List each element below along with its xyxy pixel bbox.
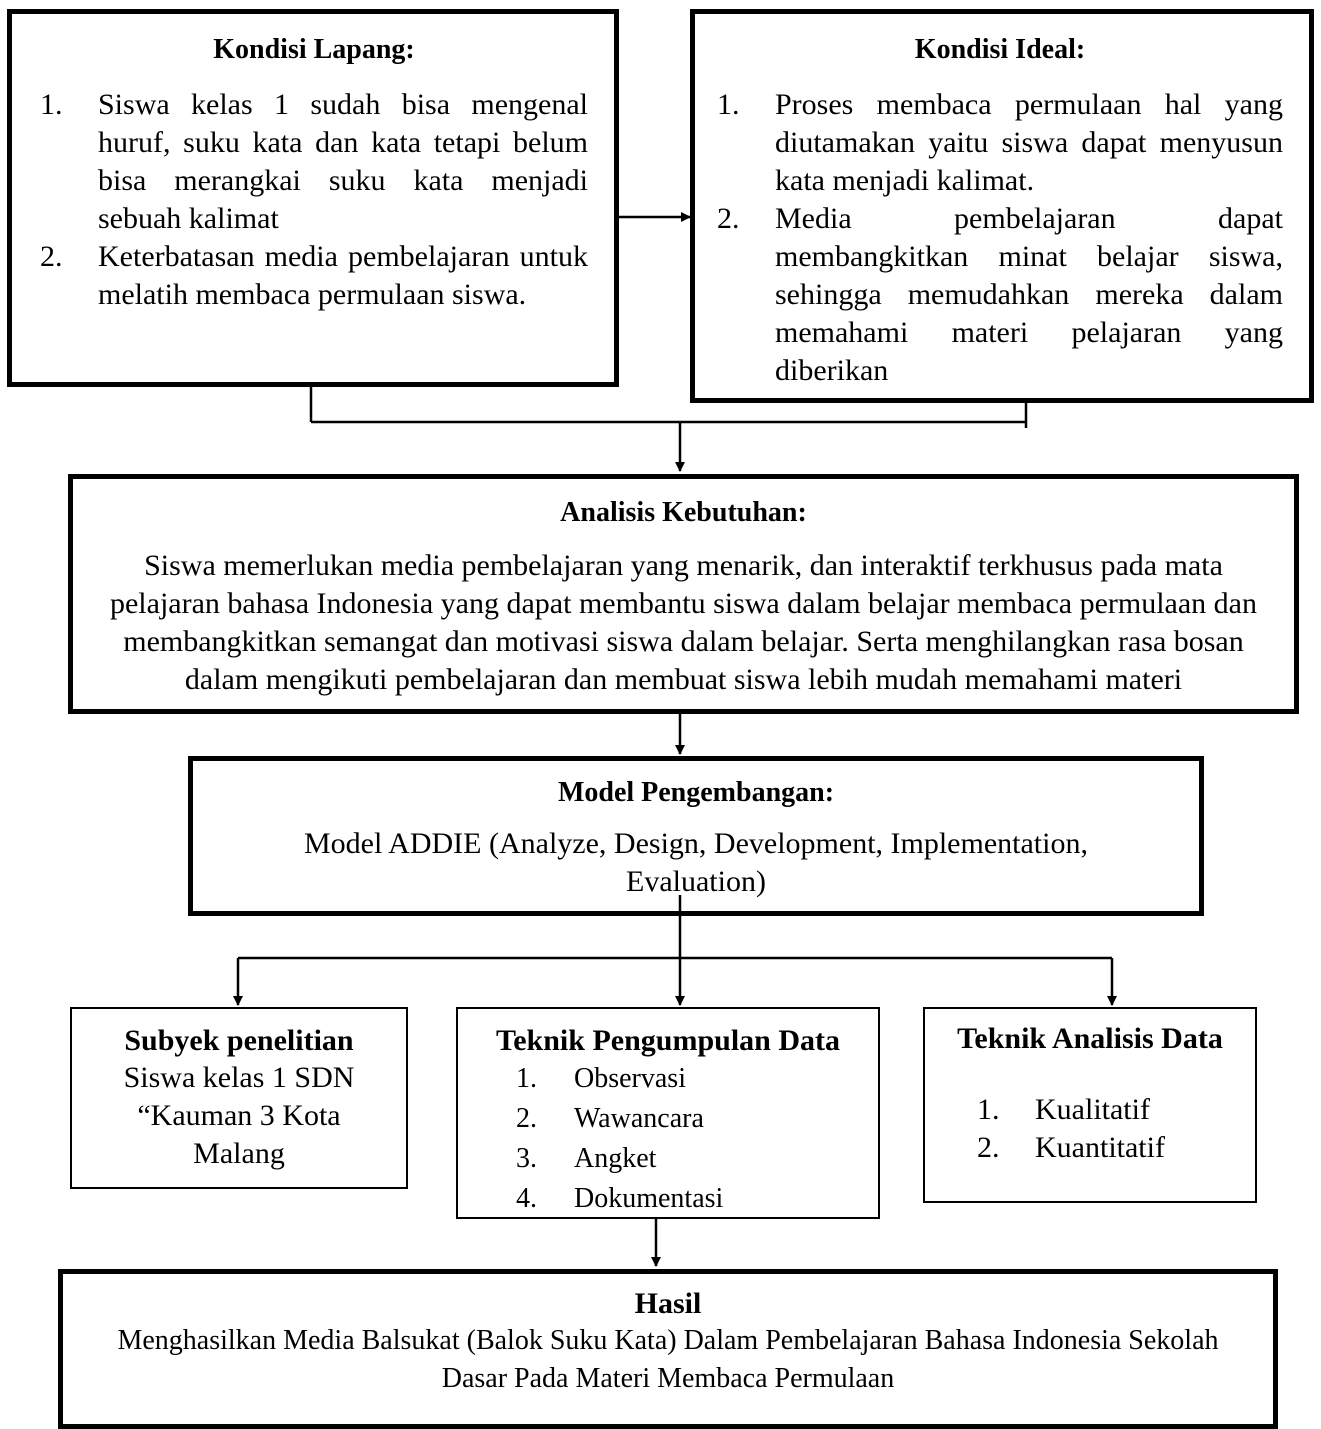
subyek-penelitian-box: Subyek penelitian Siswa kelas 1 SDN “Kau… — [70, 1007, 408, 1189]
list-item: 2.Keterbatasan media pembelajaran untuk … — [40, 240, 588, 311]
subyek-penelitian-text: Siswa kelas 1 SDN “Kauman 3 Kota Malang — [123, 1061, 355, 1170]
hasil-title: Hasil — [634, 1287, 702, 1320]
list-item: 2.Media pembelajaran dapat membangkitkan… — [717, 202, 1283, 387]
list-item: 2.Kuantitatif — [977, 1131, 1165, 1164]
model-pengembangan-box: Model Pengembangan: Model ADDIE (Analyze… — [188, 756, 1204, 916]
teknik-pengumpulan-box: Teknik Pengumpulan Data 1.Observasi 2.Wa… — [456, 1007, 880, 1219]
model-pengembangan-text: Model ADDIE (Analyze, Design, Developmen… — [304, 827, 1088, 898]
hasil-text: Menghasilkan Media Balsukat (Balok Suku … — [117, 1325, 1219, 1394]
subyek-penelitian-title: Subyek penelitian — [124, 1024, 354, 1057]
analisis-kebutuhan-box: Analisis Kebutuhan: Siswa memerlukan med… — [68, 474, 1299, 714]
list-item: 4.Dokumentasi — [516, 1183, 724, 1214]
list-item: 1.Observasi — [516, 1063, 686, 1094]
teknik-pengumpulan-list: 1.Observasi 2.Wawancara 3.Angket 4.Dokum… — [516, 1059, 870, 1219]
analisis-kebutuhan-text: Siswa memerlukan media pembelajaran yang… — [109, 549, 1258, 696]
list-item: 2.Wawancara — [516, 1103, 704, 1134]
list-item: 1.Proses membaca permulaan hal yang diut… — [717, 88, 1283, 197]
list-item: 1.Kualitatif — [977, 1093, 1150, 1126]
kondisi-ideal-title: Kondisi Ideal: — [914, 34, 1086, 65]
teknik-analisis-list: 1.Kualitatif 2.Kuantitatif — [977, 1091, 1247, 1167]
kondisi-lapang-list: 1.Siswa kelas 1 sudah bisa mengenal huru… — [40, 86, 588, 314]
teknik-analisis-title: Teknik Analisis Data — [957, 1022, 1223, 1055]
list-item: 3.Angket — [516, 1143, 657, 1174]
teknik-analisis-box: Teknik Analisis Data 1.Kualitatif 2.Kuan… — [923, 1007, 1257, 1203]
analisis-kebutuhan-title: Analisis Kebutuhan: — [560, 497, 807, 528]
kondisi-ideal-box: Kondisi Ideal: 1.Proses membaca permulaa… — [690, 9, 1314, 403]
list-item: 1.Siswa kelas 1 sudah bisa mengenal huru… — [40, 88, 588, 235]
kondisi-lapang-box: Kondisi Lapang: 1.Siswa kelas 1 sudah bi… — [7, 9, 619, 387]
hasil-box: Hasil Menghasilkan Media Balsukat (Balok… — [58, 1269, 1278, 1429]
kondisi-lapang-title: Kondisi Lapang: — [213, 34, 415, 65]
kondisi-ideal-list: 1.Proses membaca permulaan hal yang diut… — [717, 86, 1283, 390]
model-pengembangan-title: Model Pengembangan: — [557, 777, 835, 808]
teknik-pengumpulan-title: Teknik Pengumpulan Data — [495, 1024, 840, 1057]
